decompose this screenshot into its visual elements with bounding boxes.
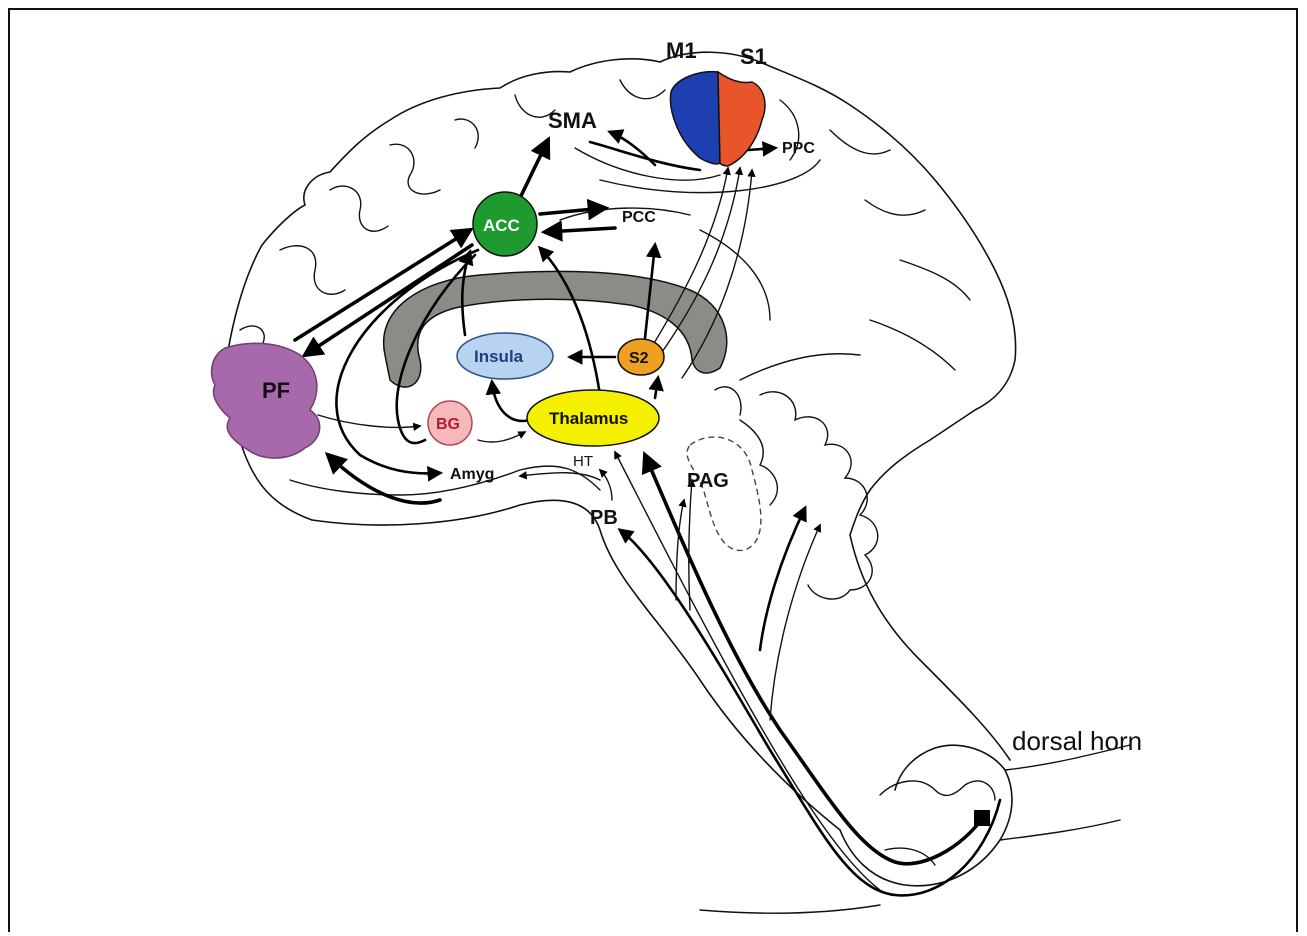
pathway-pcc-acc	[545, 228, 615, 232]
label-s1: S1	[740, 44, 767, 69]
label-insula: Insula	[474, 347, 524, 366]
pathway-amyg-pf	[328, 455, 440, 503]
pathway-s1-ppc	[748, 148, 775, 150]
brainstem-outline	[850, 535, 1010, 760]
spinothalamic-tract	[645, 455, 985, 864]
cerebellum-outline	[740, 420, 777, 505]
s1-region	[718, 72, 765, 166]
label-amyg: Amyg	[450, 466, 494, 483]
brainstem-line	[740, 354, 860, 380]
spinoreticular-tract	[620, 530, 1000, 895]
spinothalamic-tract-thin	[615, 452, 880, 890]
pathway-thalamus-insula	[492, 382, 530, 421]
label-ht: HT	[573, 453, 593, 470]
pathway-pf-bg	[318, 415, 420, 427]
label-pf: PF	[262, 378, 290, 403]
pag-region	[687, 437, 761, 550]
pathway-acc-sma	[520, 140, 548, 198]
label-ppc: PPC	[782, 140, 815, 157]
label-s2: S2	[629, 350, 649, 367]
pathway-to-cerebellum	[770, 525, 820, 720]
cortical-fold	[620, 80, 665, 99]
pathway-to-pag	[676, 500, 684, 600]
dorsal-horn-marker	[974, 810, 990, 826]
spinal-cord-grey	[880, 781, 995, 800]
label-dorsal-horn: dorsal horn	[1012, 726, 1142, 756]
pathway-to-pag	[689, 480, 692, 610]
cortical-fold	[240, 326, 264, 345]
label-m1: M1	[666, 38, 697, 63]
pathway-pb-ht	[600, 470, 612, 500]
m1-region	[670, 72, 720, 164]
label-pag: PAG	[687, 470, 729, 492]
spinal-cord-line	[1000, 820, 1120, 840]
label-pcc: PCC	[622, 209, 656, 226]
pathway-ppc-loop	[600, 160, 820, 193]
cortical-fold	[900, 260, 970, 300]
cortical-fold	[865, 200, 925, 215]
brainstem-outline	[312, 500, 840, 830]
cortical-fold	[390, 144, 440, 194]
cortical-fold	[870, 320, 955, 370]
label-acc: ACC	[483, 216, 520, 235]
corpus-callosum	[384, 271, 727, 387]
cerebellum-outline	[715, 387, 741, 415]
cortical-fold	[330, 186, 388, 231]
spinal-cord-line	[700, 905, 880, 913]
inner-outline	[290, 466, 600, 495]
label-sma: SMA	[548, 108, 597, 133]
cortical-fold	[455, 119, 478, 148]
label-pb: PB	[590, 507, 618, 529]
pathway-thalamus-s2	[655, 378, 658, 398]
label-bg: BG	[436, 416, 460, 433]
cortical-fold	[280, 246, 345, 295]
pathway-bg-thalamus	[478, 432, 525, 442]
label-thalamus: Thalamus	[549, 409, 628, 428]
cortical-fold	[830, 130, 890, 154]
pathway-thalamus-acc	[540, 248, 600, 395]
